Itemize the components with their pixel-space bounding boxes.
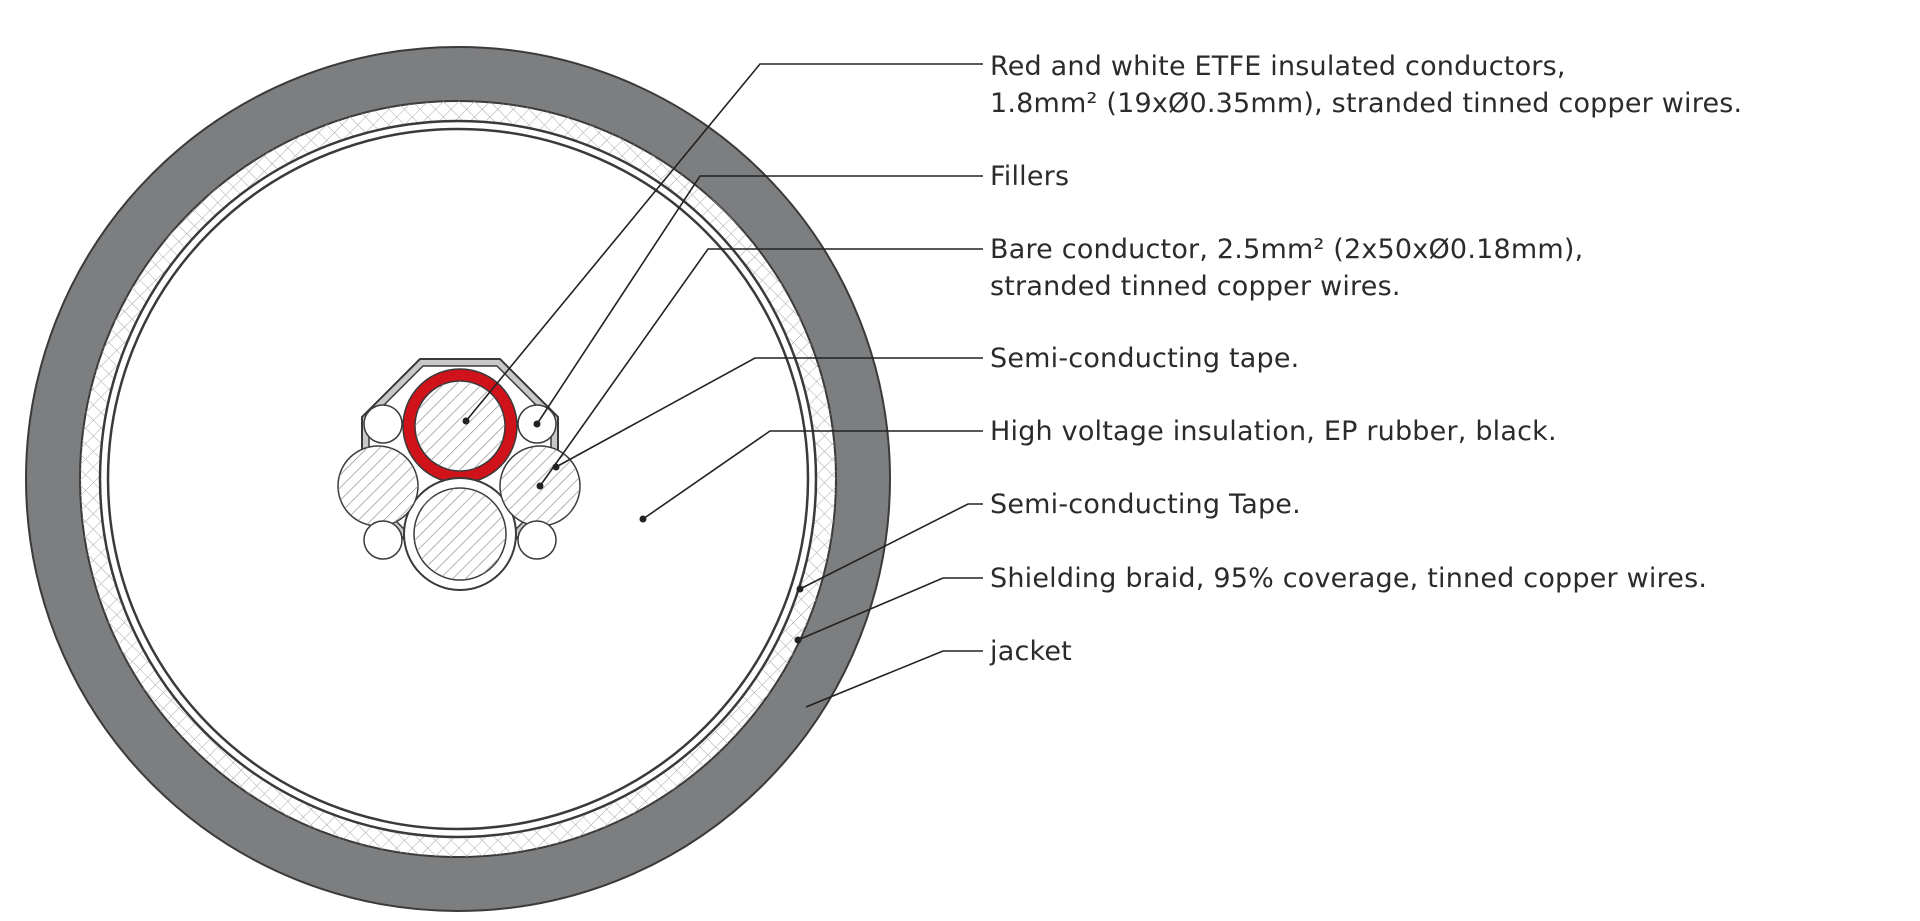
callout-hv-insulation: High voltage insulation, EP rubber, blac…	[990, 413, 1557, 450]
leader-semi-tape-inner	[555, 357, 983, 468]
leader-dot-semi-tape-outer	[796, 585, 804, 593]
callout-conductors: Red and white ETFE insulated conductors,…	[990, 48, 1742, 122]
callout-semi-tape-inner-line-1: Semi-conducting tape.	[990, 343, 1300, 374]
callout-conductors-line-2: 1.8mm² (19xØ0.35mm), stranded tinned cop…	[990, 88, 1743, 119]
leader-shielding-braid	[797, 577, 983, 641]
leader-dot-fillers	[533, 420, 541, 428]
leader-dot-bare-conductor	[536, 482, 544, 490]
callout-shielding-braid: Shielding braid, 95% coverage, tinned co…	[990, 560, 1707, 597]
leader-hv-insulation	[642, 430, 983, 520]
white-conductor-strands	[414, 488, 506, 580]
callout-jacket: jacket	[990, 633, 1072, 670]
callout-bare-conductor-line-1: Bare conductor, 2.5mm² (2x50xØ0.18mm),	[990, 234, 1584, 265]
leader-dot-hv-insulation	[639, 515, 647, 523]
filler-bottom-left	[363, 520, 403, 560]
callout-semi-tape-outer-line-1: Semi-conducting Tape.	[990, 489, 1301, 520]
filler-top-left	[363, 404, 403, 444]
callout-jacket-line-1: jacket	[990, 636, 1072, 667]
leader-dot-conductors	[462, 417, 470, 425]
bare-conductor-left-strands	[338, 446, 418, 526]
leader-dot-semi-tape-inner	[552, 463, 560, 471]
leader-fillers	[536, 175, 983, 425]
callout-bare-conductor: Bare conductor, 2.5mm² (2x50xØ0.18mm), s…	[990, 231, 1583, 305]
callout-hv-insulation-line-1: High voltage insulation, EP rubber, blac…	[990, 416, 1557, 447]
leader-bare-conductor	[539, 248, 983, 487]
leader-conductors	[465, 63, 983, 422]
callout-semi-tape-outer: Semi-conducting Tape.	[990, 486, 1301, 523]
leader-semi-tape-outer	[799, 503, 983, 590]
callout-semi-tape-inner: Semi-conducting tape.	[990, 340, 1299, 377]
callout-bare-conductor-line-2: stranded tinned copper wires.	[990, 271, 1401, 302]
leader-jacket	[805, 650, 983, 708]
callout-fillers: Fillers	[990, 158, 1069, 195]
callout-conductors-line-1: Red and white ETFE insulated conductors,	[990, 51, 1566, 82]
leader-dot-shielding-braid	[794, 636, 802, 644]
callout-fillers-line-1: Fillers	[990, 161, 1070, 192]
callout-shielding-braid-line-1: Shielding braid, 95% coverage, tinned co…	[990, 563, 1708, 594]
red-conductor-strands	[415, 381, 505, 471]
filler-bottom-right	[517, 520, 557, 560]
